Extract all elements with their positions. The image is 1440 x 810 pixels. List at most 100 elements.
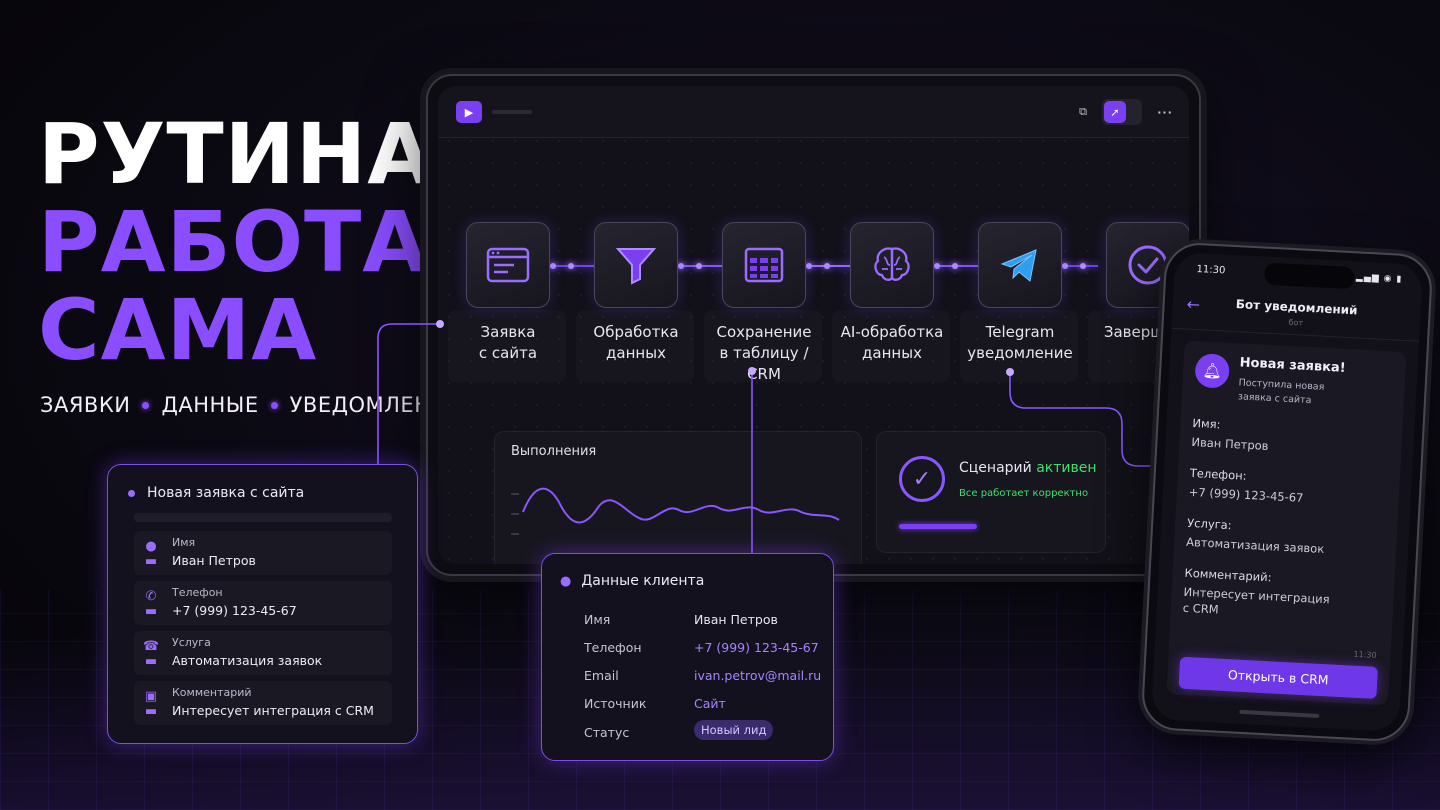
flow-node-label: Заявка с сайта [448, 322, 568, 364]
brain-icon [874, 247, 910, 281]
hero-title-line-3: САМА [38, 281, 318, 379]
service-icon: ☎▬ [142, 639, 160, 669]
funnel-icon [615, 248, 657, 285]
node-label-line: с сайта [478, 344, 538, 362]
node-label-line: уведомление [967, 344, 1073, 362]
row-key: Телефон [584, 640, 642, 655]
flow-node-label: Обработка данных [576, 322, 696, 364]
executions-panel: Выполнения [494, 431, 862, 564]
row-key: Статус [584, 725, 630, 740]
hero-title-line-1: РУТИНА [38, 105, 434, 203]
field-label: Имя [172, 536, 196, 549]
editor-topbar: ▶ ⧉ ➚ ··· [438, 86, 1189, 138]
field-label: Услуга [172, 636, 211, 649]
lead-field-service: ☎▬ Услуга Автоматизация заявок [134, 631, 392, 675]
hero-tag: ДАННЫЕ [161, 393, 259, 417]
workflow-editor: ▶ ⧉ ➚ ··· [438, 86, 1189, 564]
browser-form-icon [486, 247, 530, 283]
executions-title: Выполнения [511, 444, 597, 459]
phone-link[interactable]: +7 (999) 123-45-67 [694, 640, 819, 655]
flow-node-form[interactable] [466, 222, 550, 308]
flow-dot [806, 263, 812, 269]
row-key: Имя [584, 612, 611, 627]
flow-node-ai[interactable] [850, 222, 934, 308]
share-icon[interactable]: ➚ [1104, 101, 1126, 123]
message-field-phone: Телефон: +7 (999) 123-45-67 [1188, 465, 1380, 510]
home-indicator [1239, 709, 1320, 718]
table-icon [744, 247, 784, 283]
phone-icon: ✆▬ [144, 589, 158, 619]
hero-tag: ЗАЯВКИ [40, 393, 131, 417]
executions-sparkline [511, 487, 840, 535]
flow-dot [568, 263, 574, 269]
lead-field-name: ●▬ Имя Иван Петров [134, 531, 392, 575]
flow-dot [952, 263, 958, 269]
tag-separator-dot [270, 401, 278, 409]
status-progress-bar [899, 524, 977, 529]
lead-field-comment: ▣▬ Комментарий Интересует интеграция с C… [134, 681, 392, 725]
tablet-device: ▶ ⧉ ➚ ··· [426, 74, 1201, 576]
copy-icon[interactable]: ⧉ [1079, 105, 1087, 118]
new-lead-card: Новая заявка с сайта ●▬ Имя Иван Петров … [107, 464, 418, 744]
flow-dot [1080, 263, 1086, 269]
message-subtitle: Поступила новая заявка с сайта [1237, 377, 1325, 407]
play-icon: ▶ [464, 105, 474, 119]
flow-dot [1062, 263, 1068, 269]
flow-node-label: Telegram уведомление [960, 322, 1080, 364]
flow-dot [678, 263, 684, 269]
field-value: Иван Петров [172, 553, 256, 568]
message-title: Новая заявка! [1239, 355, 1347, 376]
row-key: Источник [584, 696, 647, 711]
field-value: Автоматизация заявок [172, 653, 323, 668]
field-value: Интересует интеграция с CRM [172, 703, 374, 718]
status-title-state: активен [1036, 460, 1097, 476]
flow-dot [934, 263, 940, 269]
check-circle-icon: ✓ [899, 456, 945, 502]
play-button[interactable]: ▶ [456, 101, 482, 123]
flow-node-label: AI-обработка данных [832, 322, 952, 364]
node-label-line: Сохранение [716, 323, 812, 341]
message-time: 11:30 [1353, 649, 1377, 660]
node-label-line: AI-обработка [840, 323, 944, 341]
flow-node-telegram[interactable] [978, 222, 1062, 308]
phone-device: 11:30 ▂▄▆ ◉ ▮ ← Бот уведомлений бот 🔔︎ Н… [1140, 241, 1434, 743]
user-icon: ● [560, 573, 572, 589]
flow-dot [824, 263, 830, 269]
node-label-line: данных [862, 344, 922, 362]
bell-icon: 🔔︎ [1194, 353, 1231, 389]
node-label-line: Telegram [985, 323, 1055, 341]
status-badge: Новый лид [694, 720, 774, 740]
email-link[interactable]: ivan.petrov@mail.ru [694, 668, 822, 683]
message-field-comment: Комментарий: Интересует интеграция с CRM [1182, 565, 1334, 624]
lead-field-phone: ✆▬ Телефон +7 (999) 123-45-67 [134, 581, 392, 625]
flow-node-processing[interactable] [594, 222, 678, 308]
field-value: +7 (999) 123-45-67 [172, 603, 297, 618]
client-card-header: ● Данные клиента [560, 573, 704, 589]
telegram-icon [1000, 249, 1037, 282]
bot-message: 🔔︎ Новая заявка! Поступила новая заявка … [1166, 340, 1407, 706]
signal-battery-icon: ▂▄▆ ◉ ▮ [1355, 272, 1403, 285]
comment-icon: ▣▬ [144, 689, 158, 719]
row-key: Email [584, 668, 619, 683]
flow-node-label: Сохранение в таблицу / CRM [704, 322, 824, 385]
message-field-service: Услуга: Автоматизация заявок [1186, 515, 1378, 560]
lead-card-header: Новая заявка с сайта [128, 485, 304, 501]
more-menu-button[interactable]: ··· [1157, 105, 1173, 119]
flow-node-table[interactable] [722, 222, 806, 308]
flow-dot [550, 263, 556, 269]
scenario-status-title: Сценарий активен [959, 460, 1097, 476]
open-in-crm-button[interactable]: Открыть в CRM [1178, 656, 1378, 699]
field-label: Телефон [172, 586, 223, 599]
status-dot-icon [128, 489, 135, 497]
scenario-status-subtitle: Все работает корректно [959, 488, 1089, 499]
node-label-line: Заявка [480, 323, 536, 341]
lead-card-title: Новая заявка с сайта [147, 485, 305, 501]
hero-tags: ЗАЯВКИ ДАННЫЕ УВЕДОМЛЕНИЯ [40, 393, 462, 417]
phone-notch [1263, 262, 1355, 290]
telegram-bot-screen: 11:30 ▂▄▆ ◉ ▮ ← Бот уведомлений бот 🔔︎ Н… [1150, 251, 1424, 733]
client-data-card: ● Данные клиента Имя Иван Петров Телефон… [541, 553, 834, 761]
lead-card-divider [134, 513, 392, 522]
row-value: Иван Петров [694, 612, 778, 627]
source-link[interactable]: Сайт [694, 696, 726, 711]
status-bar-time: 11:30 [1196, 263, 1226, 277]
